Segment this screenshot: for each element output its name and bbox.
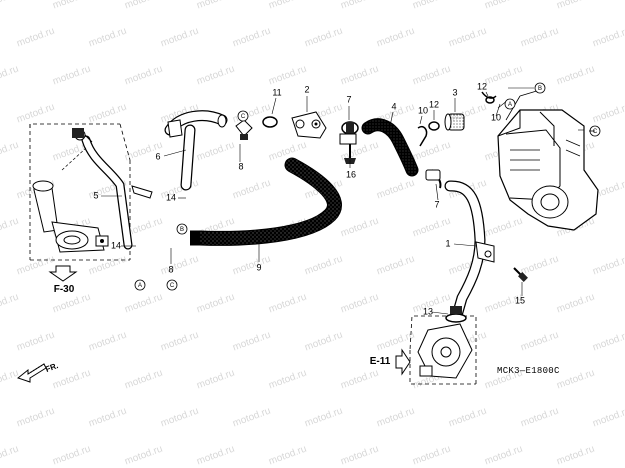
- ref-c-1: C: [241, 114, 246, 120]
- callout-part-9: 9: [256, 262, 262, 273]
- ref-b-2: B: [538, 86, 542, 92]
- callout-part-14b: 14: [110, 240, 122, 251]
- callout-part-4: 4: [391, 101, 397, 112]
- part-15-bolt: [513, 267, 528, 282]
- callout-part-7a: 7: [346, 94, 352, 105]
- callout-part-13: 13: [422, 306, 434, 317]
- ref-label-e11[interactable]: E-11: [369, 356, 391, 367]
- part-9-hose: [190, 157, 342, 246]
- callout-part-15: 15: [514, 295, 526, 306]
- ref-a-2: A: [508, 102, 512, 108]
- ref-b-1: B: [180, 227, 184, 233]
- callout-part-1: 1: [445, 238, 451, 249]
- engine-block: [497, 89, 599, 231]
- small-fitting: [235, 119, 253, 140]
- leader-lines: [101, 87, 584, 315]
- part-7-clamp: [339, 121, 359, 164]
- callout-part-8b: 8: [168, 264, 174, 275]
- fr-arrow-icon: [16, 363, 47, 383]
- ref-c-3: C: [593, 129, 598, 135]
- ref-label-f30[interactable]: F-30: [53, 284, 75, 295]
- callout-part-12a: 12: [428, 99, 440, 110]
- callout-part-12b: 12: [476, 81, 488, 92]
- e11-arrow: [395, 348, 411, 376]
- small-parts-cluster: [417, 91, 497, 189]
- callout-part-10a: 10: [417, 105, 429, 116]
- ref-c-2: C: [170, 283, 175, 289]
- thermostat-housing: [32, 147, 109, 253]
- f30-arrow: [48, 265, 78, 282]
- circle-ref-letters: C B A C A B C: [138, 86, 598, 289]
- callout-part-8a: 8: [238, 161, 244, 172]
- callout-part-2: 2: [304, 84, 310, 95]
- callout-part-6: 6: [155, 151, 161, 162]
- circle-refs: [134, 82, 601, 291]
- left-group-box: [29, 123, 131, 261]
- callout-part-16: 16: [345, 169, 357, 180]
- callout-part-5: 5: [93, 190, 99, 201]
- callout-part-14a: 14: [165, 192, 177, 203]
- part-6-pipe: [164, 110, 228, 191]
- part-11-oring: [262, 116, 278, 128]
- pump-group-box: [409, 306, 477, 385]
- ref-a-1: A: [138, 283, 142, 289]
- part-4-hose: [361, 118, 419, 177]
- callout-part-10b: 10: [490, 112, 502, 123]
- callout-part-7b: 7: [434, 199, 440, 210]
- callout-part-3: 3: [452, 87, 458, 98]
- callout-part-11: 11: [272, 87, 282, 98]
- diagram-code: MCK3—E1800C: [497, 366, 560, 376]
- part-1-pipe: [444, 180, 495, 318]
- part-5-pipe: [72, 128, 153, 250]
- part-2-cover: [291, 111, 327, 139]
